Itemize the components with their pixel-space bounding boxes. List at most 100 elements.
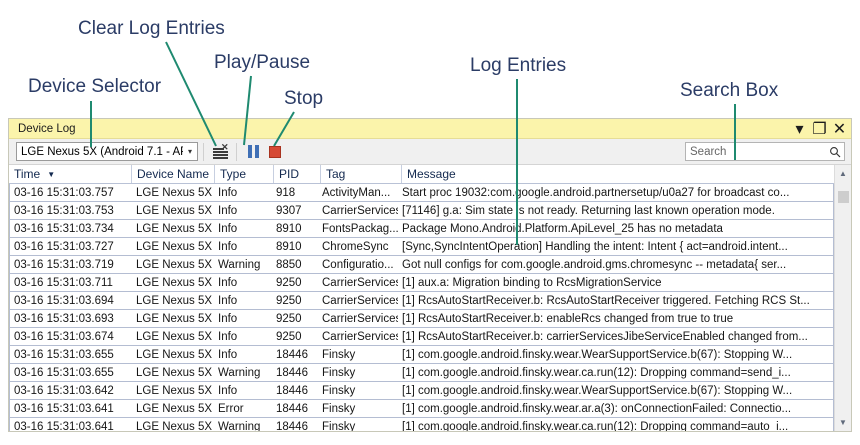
scrollbar-thumb[interactable]: [838, 191, 849, 203]
cell-message: [1] com.google.android.finsky.wear.WearS…: [402, 384, 793, 397]
scroll-down-icon[interactable]: ▼: [839, 418, 847, 427]
cell-device: LGE Nexus 5X: [136, 420, 213, 432]
cell-device: LGE Nexus 5X: [136, 204, 213, 217]
cell-pid: 18446: [276, 348, 308, 361]
close-icon[interactable]: ✕: [832, 121, 847, 138]
column-header-time[interactable]: Time ▼: [9, 167, 131, 181]
cell-time: 03-16 15:31:03.693: [14, 312, 114, 325]
search-input[interactable]: [686, 144, 826, 159]
cell-pid: 18446: [276, 402, 308, 415]
cell-time: 03-16 15:31:03.734: [14, 222, 114, 235]
cell-message: [71146] g.a: Sim state is not ready. Ret…: [402, 204, 775, 217]
cell-tag: Finsky: [322, 402, 356, 415]
window-menu-chevron-icon[interactable]: ▾: [795, 121, 804, 138]
toolbar-divider: [203, 142, 204, 161]
cell-type: Info: [218, 348, 238, 361]
cell-time: 03-16 15:31:03.642: [14, 384, 114, 397]
column-header-time-label: Time: [14, 167, 41, 181]
cell-message: [1] com.google.android.finsky.wear.ca.ru…: [402, 366, 791, 379]
clear-log-icon: ✕: [212, 142, 229, 159]
cell-tag: CarrierServices: [322, 312, 398, 325]
cell-type: Info: [218, 294, 238, 307]
cell-message: [1] com.google.android.finsky.wear.ca.ru…: [402, 420, 789, 432]
page-title: Device Log: [18, 122, 76, 135]
annotation-label-search-box: Search Box: [680, 80, 779, 101]
column-header-message[interactable]: Message: [407, 167, 456, 181]
cell-pid: 9250: [276, 330, 302, 343]
cell-type: Warning: [218, 420, 261, 432]
cell-message: Start proc 19032:com.google.android.part…: [402, 186, 790, 199]
maximize-icon[interactable]: ❐: [812, 121, 827, 138]
cell-time: 03-16 15:31:03.757: [14, 186, 114, 199]
log-entries-body: Time ▼ Device Name Type PID Tag Message 0…: [9, 165, 834, 431]
cell-type: Info: [218, 384, 238, 397]
column-header-device-name[interactable]: Device Name: [137, 167, 210, 181]
cell-type: Info: [218, 222, 238, 235]
cell-message: [1] RcsAutoStartReceiver.b: carrierServi…: [402, 330, 808, 343]
cell-pid: 9250: [276, 312, 302, 325]
cell-time: 03-16 15:31:03.727: [14, 240, 114, 253]
window-controls: ▾ ❐ ✕: [793, 119, 846, 139]
annotation-label-log-entries: Log Entries: [470, 55, 567, 76]
header-divider: [320, 165, 321, 183]
cell-device: LGE Nexus 5X: [136, 186, 213, 199]
cell-tag: Configuratio...: [322, 258, 394, 271]
column-header-type[interactable]: Type: [220, 167, 247, 181]
cell-device: LGE Nexus 5X: [136, 276, 213, 289]
cell-type: Info: [218, 240, 238, 253]
annotation-label-device-selector: Device Selector: [28, 76, 162, 97]
device-selector-dropdown[interactable]: LGE Nexus 5X (Android 7.1 - API 25) ▾: [16, 142, 198, 161]
cell-type: Info: [218, 276, 238, 289]
column-header-tag[interactable]: Tag: [326, 167, 346, 181]
cell-time: 03-16 15:31:03.641: [14, 402, 114, 415]
cell-tag: CarrierServices: [322, 294, 398, 307]
cell-tag: ActivityMan...: [322, 186, 391, 199]
cell-device: LGE Nexus 5X: [136, 294, 213, 307]
column-header-pid[interactable]: PID: [279, 167, 300, 181]
grid-header-row: Time ▼ Device Name Type PID Tag Message: [9, 165, 834, 184]
cell-message: [1] com.google.android.finsky.wear.WearS…: [402, 348, 793, 361]
scroll-up-icon[interactable]: ▲: [839, 169, 847, 178]
cell-type: Info: [218, 204, 238, 217]
cell-message: Got null configs for com.google.android.…: [402, 258, 787, 271]
cell-message: [1] RcsAutoStartReceiver.b: RcsAutoStart…: [402, 294, 810, 307]
cell-device: LGE Nexus 5X: [136, 348, 213, 361]
play-pause-button[interactable]: [242, 142, 264, 162]
header-divider: [401, 165, 402, 183]
annotation-label-stop: Stop: [284, 88, 324, 109]
cell-type: Info: [218, 312, 238, 325]
cell-type: Warning: [218, 258, 261, 271]
cell-time: 03-16 15:31:03.674: [14, 330, 114, 343]
cell-time: 03-16 15:31:03.694: [14, 294, 114, 307]
search-icon[interactable]: [826, 146, 844, 158]
sort-descending-icon: ▼: [47, 170, 56, 180]
cell-time: 03-16 15:31:03.655: [14, 348, 114, 361]
table-row[interactable]: 03-16 15:31:03.655 LGE Nexus 5X Info 18446 F…: [9, 346, 834, 364]
cell-pid: 918: [276, 186, 296, 199]
vertical-scrollbar[interactable]: ▲ ▼: [834, 165, 851, 431]
cell-tag: Finsky: [322, 348, 356, 361]
annotation-label-play-pause: Play/Pause: [214, 52, 311, 73]
window-title-bar: Device Log ▾ ❐ ✕: [9, 119, 851, 139]
cell-time: 03-16 15:31:03.655: [14, 366, 114, 379]
stop-button[interactable]: [264, 142, 286, 162]
cell-pid: 18446: [276, 366, 308, 379]
cell-type: Info: [218, 330, 238, 343]
clear-log-button[interactable]: ✕: [209, 142, 231, 162]
cell-type: Warning: [218, 366, 261, 379]
search-box[interactable]: [685, 142, 845, 161]
toolbar-divider-2: [236, 142, 237, 161]
